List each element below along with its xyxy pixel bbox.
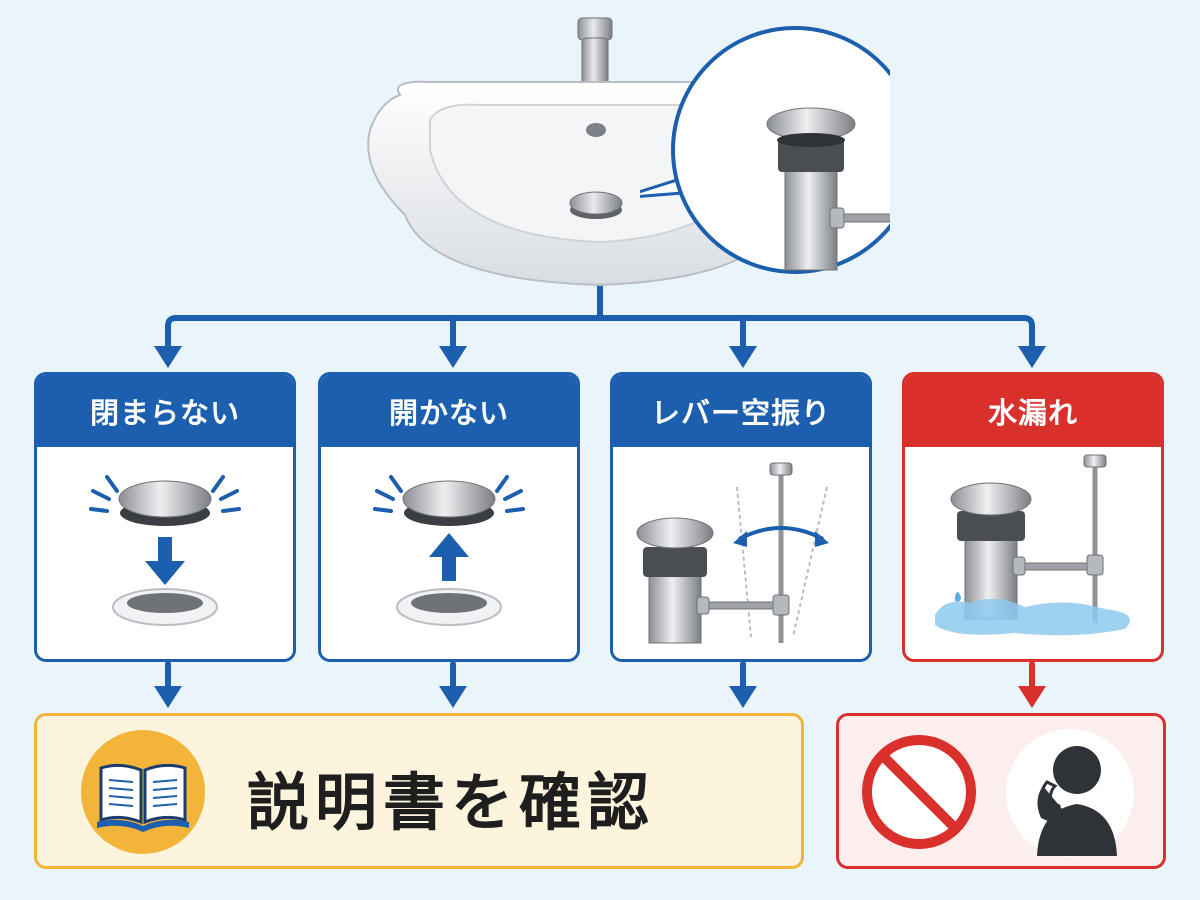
arrowhead-4: [1018, 346, 1046, 368]
check-manual-panel: 説明書を確認: [34, 713, 804, 869]
arrowhead-3: [729, 346, 757, 368]
card-title: 閉まらない: [37, 375, 293, 447]
arrowhead-1: [154, 346, 182, 368]
drain-mechanism-zoom-icon: [640, 26, 890, 274]
arrowhead-6: [439, 686, 467, 708]
issue-card-not-opening: 開かない: [318, 372, 580, 662]
water-leak-icon: [935, 454, 1130, 636]
arrowhead-5: [154, 686, 182, 708]
arrowhead-2: [439, 346, 467, 368]
card-title: 水漏れ: [905, 375, 1161, 447]
check-manual-label: 説明書を確認: [247, 766, 656, 839]
connector-branch-bar: [165, 315, 1035, 351]
card-title: 開かない: [321, 375, 577, 447]
plug-stays-down-icon: [373, 475, 525, 626]
arrowhead-7: [729, 686, 757, 708]
issue-card-water-leak: 水漏れ: [902, 372, 1164, 662]
plug-stays-up-icon: [89, 475, 241, 626]
open-book-icon: [81, 730, 205, 854]
call-professional-panel: [836, 713, 1166, 869]
person-on-phone-icon: [1006, 729, 1134, 857]
arrowhead-8: [1018, 686, 1046, 708]
prohibition-icon: [862, 735, 976, 849]
issue-card-not-closing: 閉まらない: [34, 372, 296, 662]
card-title: レバー空振り: [613, 375, 869, 447]
issue-card-lever-slipping: レバー空振り: [610, 372, 872, 662]
lever-swing-icon: [636, 462, 829, 644]
